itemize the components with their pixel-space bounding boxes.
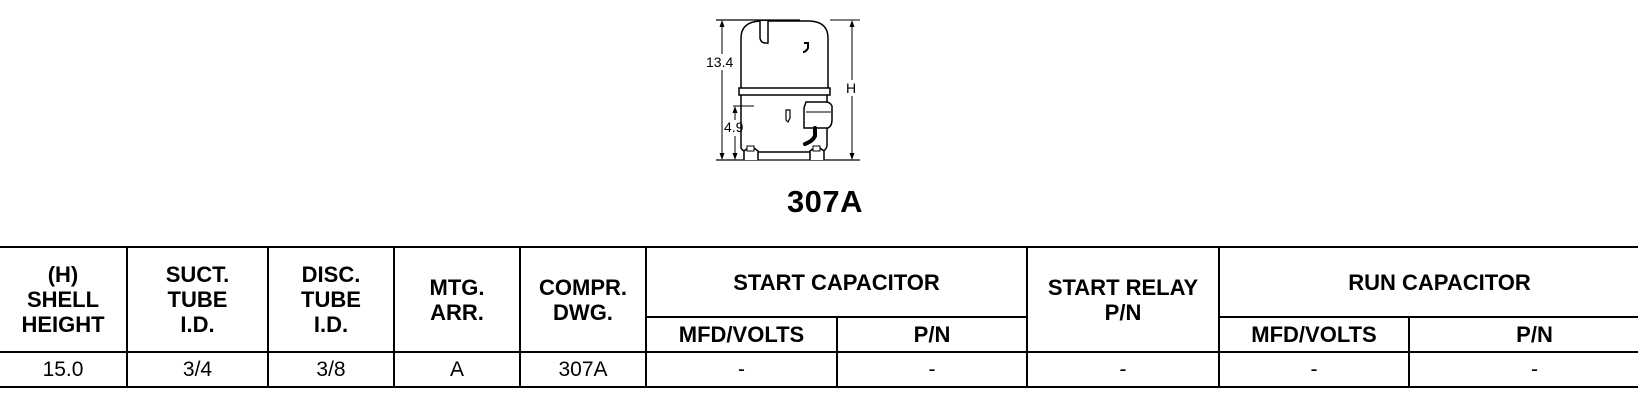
header-mtg-arr: MTG. ARR.	[393, 246, 521, 353]
header-line: DWG.	[553, 299, 613, 325]
cell-suct-tube-id: 3/4	[126, 351, 269, 388]
header-shell-height: (H) SHELL HEIGHT	[0, 246, 128, 353]
cell-shell-height: 15.0	[0, 351, 128, 388]
model-title: 307A	[786, 184, 864, 219]
header-line: (H)	[47, 262, 79, 287]
header-line: MTG.	[429, 274, 485, 300]
header-line: HEIGHT	[21, 312, 105, 337]
header-line: TUBE	[301, 287, 361, 312]
cell-disc-tube-id: 3/8	[267, 351, 395, 388]
header-run-cap-mfd-volts: MFD/VOLTS	[1218, 316, 1410, 353]
header-run-cap-pn: P/N	[1408, 316, 1638, 353]
header-compr-dwg: COMPR. DWG.	[519, 246, 647, 353]
header-start-relay: START RELAY P/N	[1026, 246, 1220, 353]
header-line: SUCT.	[165, 262, 230, 287]
compressor-diagram: 13.4 4.9 H	[700, 10, 880, 170]
header-line: DISC.	[301, 262, 361, 287]
cell-mtg-arr: A	[393, 351, 521, 388]
cell-start-relay-pn: -	[1026, 351, 1220, 388]
cell-compr-dwg: 307A	[519, 351, 647, 388]
header-line: COMPR.	[539, 274, 627, 300]
cell-start-cap-mfd-volts: -	[645, 351, 838, 388]
header-line: SHELL	[26, 287, 100, 312]
header-start-cap-mfd-volts: MFD/VOLTS	[646, 316, 838, 353]
table-row: 15.0 3/4 3/8 A 307A - - - - -	[0, 351, 1638, 388]
dim-height-label: H	[846, 80, 856, 96]
header-suct-tube: SUCT. TUBE I.D.	[126, 246, 269, 353]
dim-upper-label: 13.4	[706, 54, 733, 70]
header-line: P/N	[1104, 299, 1142, 325]
header-run-capacitor: RUN CAPACITOR	[1218, 246, 1638, 318]
compressor-spec-table: (H) SHELL HEIGHT SUCT. TUBE I.D. DISC. T…	[0, 246, 1638, 388]
dim-lower-label: 4.9	[724, 119, 744, 135]
cell-run-cap-mfd-volts: -	[1218, 351, 1410, 388]
header-line: START RELAY	[1047, 274, 1199, 300]
header-disc-tube: DISC. TUBE I.D.	[267, 246, 395, 353]
header-start-cap-pn: P/N	[836, 316, 1028, 353]
cell-start-cap-pn: -	[836, 351, 1028, 388]
header-start-capacitor: START CAPACITOR	[645, 246, 1028, 318]
cell-run-cap-pn: -	[1408, 351, 1638, 388]
header-line: TUBE	[167, 287, 228, 312]
header-line: I.D.	[180, 312, 215, 337]
header-line: ARR.	[430, 299, 484, 325]
header-line: I.D.	[313, 312, 349, 337]
